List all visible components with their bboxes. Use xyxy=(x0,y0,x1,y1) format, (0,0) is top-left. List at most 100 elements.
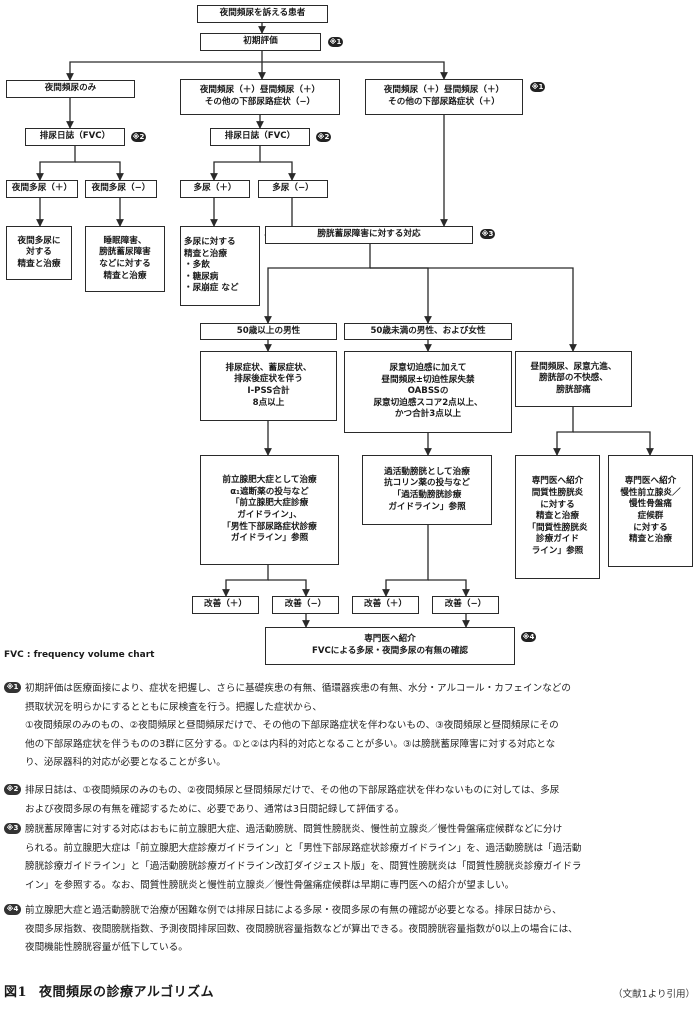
note-marker-diary-left: ※2 xyxy=(131,132,146,142)
node-text-line: 過活動膀胱として治療 xyxy=(384,466,470,477)
note-marker-final-ref: ※4 xyxy=(521,632,536,642)
footnote-line: イン」を参照する。なお、間質性膀胱炎と慢性前立腺炎／慢性骨盤痛症候群は早期に専門… xyxy=(25,879,515,891)
node-text-line: 専門医へ紹介 xyxy=(531,476,584,487)
connector-arrow xyxy=(264,244,371,324)
node-text-line: 尿意切迫感に加えて xyxy=(389,363,467,374)
node-oab-treat: 過活動膀胱として治療抗コリン薬の投与など「過活動膀胱診療ガイドライン」参照 xyxy=(362,455,492,525)
node-imp-neg-2: 改善（−） xyxy=(432,596,499,614)
node-text-line: 昼間頻尿、尿意亢進、 xyxy=(530,361,617,372)
node-text-line: 精査と治療 xyxy=(536,511,579,522)
node-text-line: 膀胱蓄尿障害 xyxy=(99,247,151,258)
node-text-line: 排尿日誌（FVC） xyxy=(39,131,111,142)
footnote-text: 排尿日誌は、①夜間頻尿のみのもの、②夜間頻尿と昼間頻尿だけで、その他の下部尿路症… xyxy=(25,782,693,819)
footnote-line: 夜間多尿指数、夜間膀胱指数、予測夜間排尿回数、夜間膀胱容量指数などが算出できる。… xyxy=(25,923,578,935)
node-text-line: かつ合計3点以上 xyxy=(394,409,462,420)
node-text-line: 精査と治療 xyxy=(103,270,147,281)
node-text-line: 「男性下部尿路症状診療 xyxy=(222,521,317,532)
connector-arrow xyxy=(210,146,261,181)
nocturia-flowchart: FVC : frequency volume chart 夜間頻尿を訴える患者初… xyxy=(4,5,693,665)
footnote-text: 膀胱蓄尿障害に対する対応はおもに前立腺肥大症、過活動膀胱、間質性膀胱炎、慢性前立… xyxy=(25,821,693,895)
footnote-line: ①夜間頻尿のみのもの、②夜間頻尿と昼間頻尿だけで、その他の下部尿路症状を伴わない… xyxy=(25,720,559,731)
node-text-line: その他の下部尿路症状（＋） xyxy=(388,97,500,107)
node-text-line: 8点以上 xyxy=(252,397,285,408)
node-text-line: 夜間頻尿のみ xyxy=(44,83,97,94)
node-text-line: 改善（＋） xyxy=(204,599,247,610)
node-text-line: I-PSS合計 xyxy=(247,386,290,396)
node-text-line: 多尿（＋） xyxy=(193,183,237,194)
connector-arrow xyxy=(260,161,296,181)
node-text-line: 専門医へ紹介 xyxy=(624,476,677,487)
node-text-line: 慢性前立腺炎／ xyxy=(620,487,681,498)
node-text-line: 症候群 xyxy=(637,511,664,521)
node-text-line: 「前立腺肥大症診療 xyxy=(230,498,309,509)
node-text-line: 夜間頻尿（＋）昼間頻尿（＋） xyxy=(383,85,505,96)
node-text-line: ガイドライン」、 xyxy=(237,510,302,520)
node-text-line: 尿意切迫感スコア2点以上、 xyxy=(373,397,483,408)
node-text-line: 「間質性膀胱炎 xyxy=(527,522,588,533)
node-imp-pos-1: 改善（＋） xyxy=(192,596,259,614)
node-text-line: 多尿に対する xyxy=(184,237,236,248)
node-ic-ref: 専門医へ紹介間質性膀胱炎に対する精査と治療「間質性膀胱炎診療ガイドライン」参照 xyxy=(515,455,600,579)
fvc-abbreviation-note: FVC : frequency volume chart xyxy=(4,650,155,660)
node-text-line: ・糖尿病 xyxy=(184,271,219,282)
figure-title: 夜間頻尿の診療アルゴリズム xyxy=(39,985,215,1000)
node-text-line: 排尿症状、蓄尿症状、 xyxy=(225,362,312,373)
node-text-line: 初期評価 xyxy=(243,36,278,47)
node-text-line: 膀胱部の不快感、 xyxy=(539,373,608,384)
node-text-line: ガイドライン」参照 xyxy=(230,533,309,544)
node-text-line: 診療ガイド xyxy=(536,534,579,545)
node-text-line: 50歳以上の男性 xyxy=(236,325,301,336)
node-text-line: 改善（＋） xyxy=(364,599,407,610)
footnote-text: 前立腺肥大症と過活動膀胱で治療が困難な例では排尿日誌による多尿・夜間多尿の有無の… xyxy=(25,902,693,958)
node-noct-day-no-other: 夜間頻尿（＋）昼間頻尿（＋）その他の下部尿路症状（−） xyxy=(180,79,340,115)
connector-arrow xyxy=(222,565,269,597)
node-start: 夜間頻尿を訴える患者 xyxy=(197,5,328,23)
note-marker-initial: ※1 xyxy=(328,37,343,47)
node-text-line: 慢性骨盤痛 xyxy=(629,499,672,510)
footnote-line: 膀胱診療ガイドライン」と「過活動膀胱診療ガイドライン改訂ダイジェスト版」を、間質… xyxy=(25,861,582,872)
node-text-line: 膀胱蓄尿障害に対する対応 xyxy=(317,229,421,240)
node-cp-ref: 専門医へ紹介慢性前立腺炎／慢性骨盤痛症候群に対する精査と治療 xyxy=(608,455,693,567)
node-diary-mid: 排尿日誌（FVC） xyxy=(210,128,310,146)
node-text-line: 抗コリン薬の投与など xyxy=(384,478,470,489)
node-text-line: FVCによる多尿・夜間多尿の有無の確認 xyxy=(311,646,469,656)
figure-number: 図1 xyxy=(4,985,28,1000)
node-text-line: 多尿（−） xyxy=(272,183,314,194)
node-text-line: 間質性膀胱炎 xyxy=(531,488,584,499)
node-text-line: 夜間多尿（＋） xyxy=(11,183,73,194)
footnote-text: 初期評価は医療面接により、症状を把握し、さらに基礎疾患の有無、循環器疾患の有無、… xyxy=(25,680,693,773)
node-text-line: などに対する xyxy=(99,259,151,269)
node-text-line: 昼間頻尿±切迫性尿失禁 xyxy=(381,374,475,385)
node-np-neg: 夜間多尿（−） xyxy=(85,180,157,198)
connector-arrow xyxy=(268,579,310,597)
footnote-marker: ※2 xyxy=(4,784,21,795)
node-text-line: ・尿崩症 など xyxy=(184,283,239,294)
node-poly-pos: 多尿（＋） xyxy=(180,180,250,198)
node-text-line: 精査と治療 xyxy=(184,248,227,259)
connector-arrow xyxy=(573,431,654,456)
connector-arrow xyxy=(75,161,124,181)
node-text-line: 夜間頻尿を訴える患者 xyxy=(219,8,306,19)
node-text-line: 夜間多尿に xyxy=(17,235,61,246)
node-men50: 50歳以上の男性 xyxy=(200,323,337,340)
node-text-line: 専門医へ紹介 xyxy=(364,634,416,645)
footnote-line: 排尿日誌は、①夜間頻尿のみのもの、②夜間頻尿と昼間頻尿だけで、その他の下部尿路症… xyxy=(25,785,560,796)
footnote-marker: ※1 xyxy=(4,682,21,693)
node-text-line: 対する xyxy=(26,247,52,258)
node-text-line: OABSSの xyxy=(407,386,449,397)
node-initial: 初期評価 xyxy=(200,33,321,51)
node-poly-neg: 多尿（−） xyxy=(258,180,328,198)
footnote-line: および夜間多尿の有無を確認するために、必要であり、通常は3日間記録して評価する。 xyxy=(25,803,405,815)
node-text-line: 精査と治療 xyxy=(17,258,61,269)
connector-arrow xyxy=(382,525,429,597)
node-noct-day-other: 夜間頻尿（＋）昼間頻尿（＋）その他の下部尿路症状（＋） xyxy=(365,79,523,115)
footnote-marker: ※4 xyxy=(4,904,21,915)
connector-arrow xyxy=(553,407,574,456)
footnote-line: 夜間機能性膀胱容量が低下している。 xyxy=(25,942,188,953)
note-marker-storage: ※3 xyxy=(480,229,495,239)
node-diary-left: 排尿日誌（FVC） xyxy=(25,128,125,146)
node-only-nocturia: 夜間頻尿のみ xyxy=(6,80,135,98)
connector-arrow xyxy=(370,267,577,352)
